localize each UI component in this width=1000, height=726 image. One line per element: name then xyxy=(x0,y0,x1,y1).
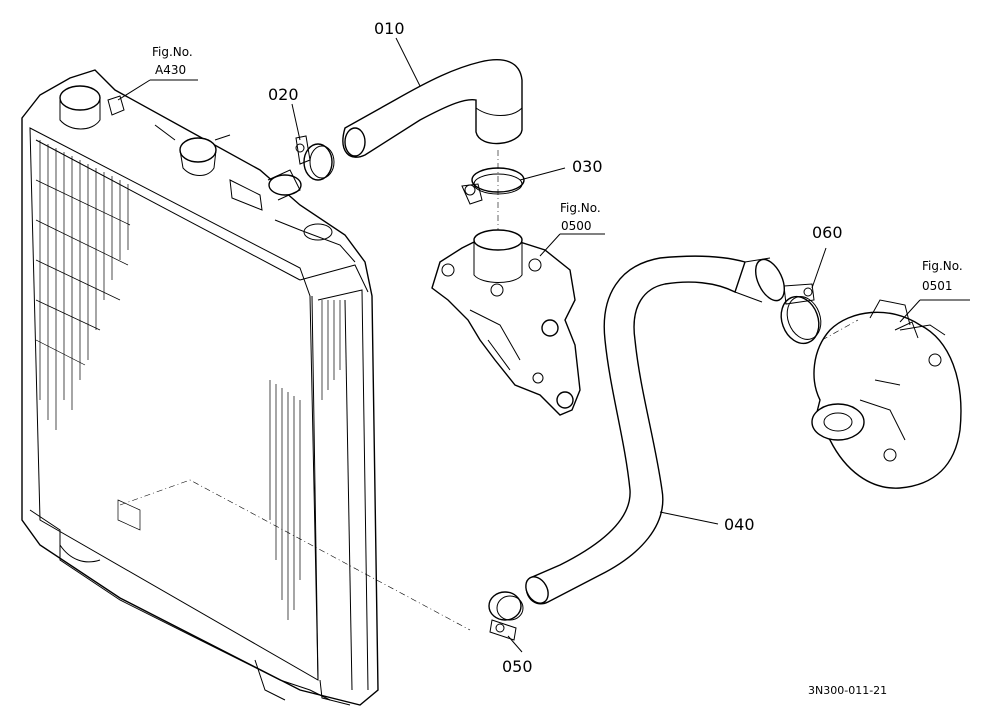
part-number-020: 020 xyxy=(268,85,299,104)
clamp-020 xyxy=(295,135,335,181)
clamp-060 xyxy=(780,283,822,345)
fig-ref-code-0500: 0500 xyxy=(561,219,592,233)
leader-lines xyxy=(117,37,970,653)
part-number-030: 030 xyxy=(572,157,603,176)
clamp-030 xyxy=(461,167,525,205)
radiator-cap xyxy=(59,85,302,211)
fig-ref-code-0501: 0501 xyxy=(922,279,953,293)
fig-ref-label-a430: Fig.No. xyxy=(152,45,193,59)
fig-ref-label-0501: Fig.No. xyxy=(922,259,963,273)
part-number-060: 060 xyxy=(812,223,843,242)
radiator-core-fins xyxy=(35,140,341,620)
radiator xyxy=(21,69,471,706)
water-pump xyxy=(811,299,962,489)
fig-ref-code-a430: A430 xyxy=(155,63,186,77)
clamp-050 xyxy=(488,591,524,641)
drawing-code: 3N300-011-21 xyxy=(808,684,887,697)
part-number-050: 050 xyxy=(502,657,533,676)
lower-hose xyxy=(525,255,786,605)
fig-ref-label-0500: Fig.No. xyxy=(560,201,601,215)
upper-hose xyxy=(342,59,523,158)
thermostat-housing xyxy=(431,229,581,416)
part-number-040: 040 xyxy=(724,515,755,534)
part-number-010: 010 xyxy=(374,19,405,38)
